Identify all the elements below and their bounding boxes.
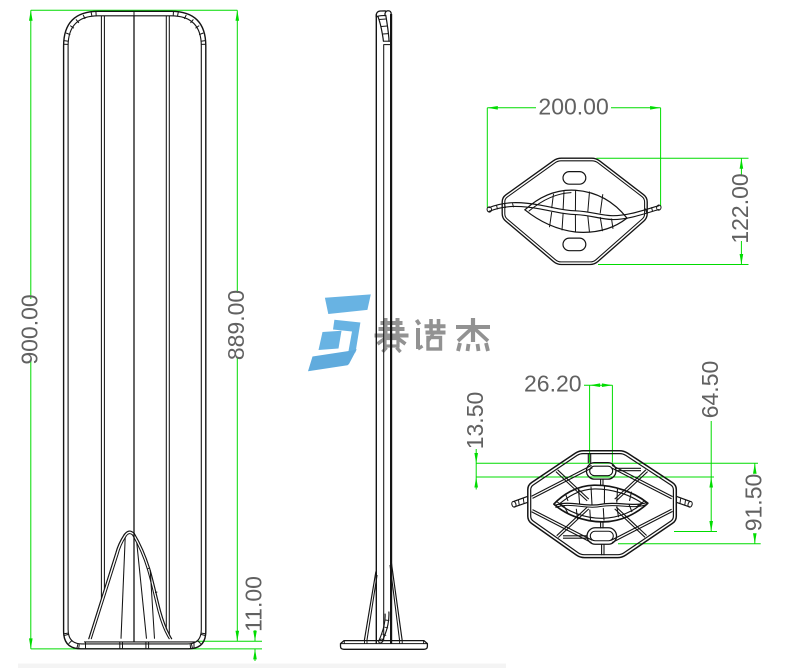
svg-text:11.00: 11.00 [241, 576, 267, 632]
svg-text:64.50: 64.50 [697, 361, 723, 419]
svg-text:900.00: 900.00 [16, 294, 42, 364]
svg-text:26.20: 26.20 [524, 370, 582, 396]
svg-text:91.50: 91.50 [740, 474, 766, 532]
svg-text:889.00: 889.00 [223, 290, 249, 360]
svg-text:200.00: 200.00 [538, 93, 608, 119]
svg-text:13.50: 13.50 [462, 392, 488, 450]
svg-text:122.00: 122.00 [727, 173, 753, 243]
